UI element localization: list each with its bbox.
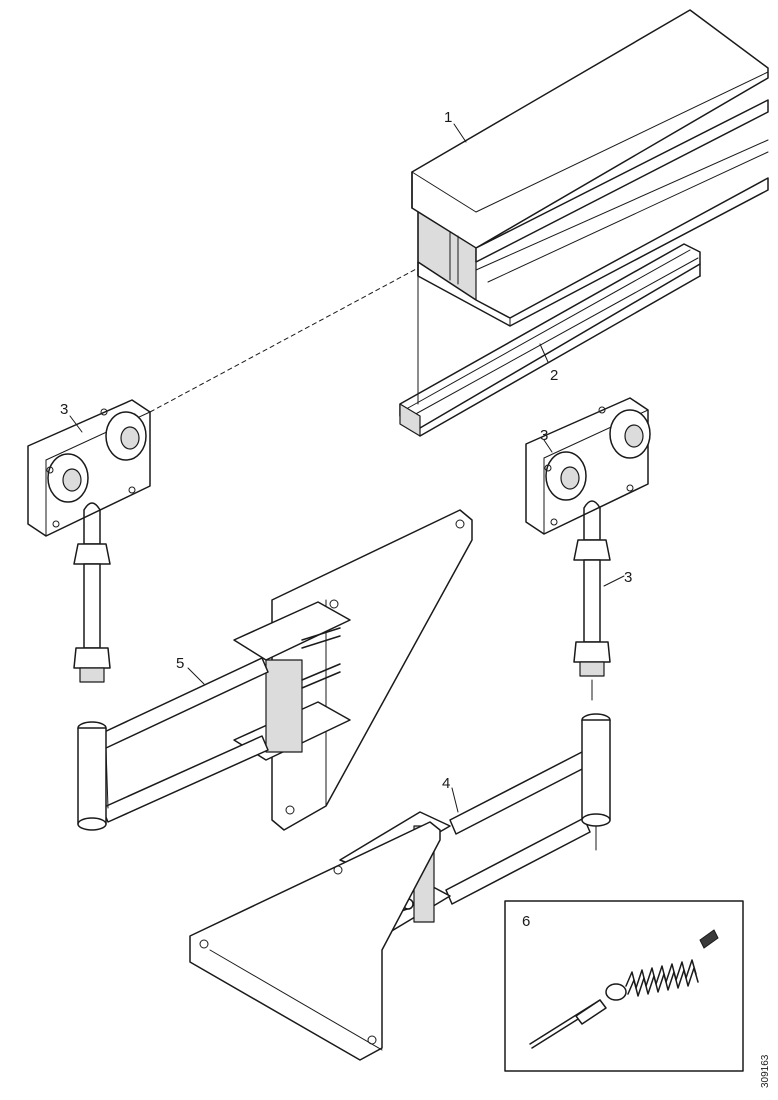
callout-1: 1 (444, 109, 452, 126)
part-3-right-roller-carriage (525, 397, 651, 677)
part-3-left-roller-carriage (27, 399, 151, 683)
callout-3-right: 3 (624, 569, 632, 586)
callout-6: 6 (522, 913, 530, 930)
part-4-lower-arm-bracket (189, 713, 611, 1061)
callout-labels: 1 2 3 3 3 4 5 6 (60, 109, 632, 930)
callout-5: 5 (176, 655, 184, 672)
part-6-spring-inset (504, 900, 744, 1072)
document-number: 309163 (760, 1054, 771, 1088)
part-1-rail-beam (411, 9, 769, 327)
spring-coil (625, 959, 699, 997)
callout-3-left: 3 (60, 401, 68, 418)
callout-4: 4 (442, 775, 450, 792)
leader-lines (69, 123, 625, 813)
part-2-guide-rail (399, 243, 701, 437)
callout-3-right-top: 3 (540, 427, 548, 444)
part-5-upper-arm-bracket (77, 509, 473, 831)
callout-2: 2 (550, 367, 558, 384)
